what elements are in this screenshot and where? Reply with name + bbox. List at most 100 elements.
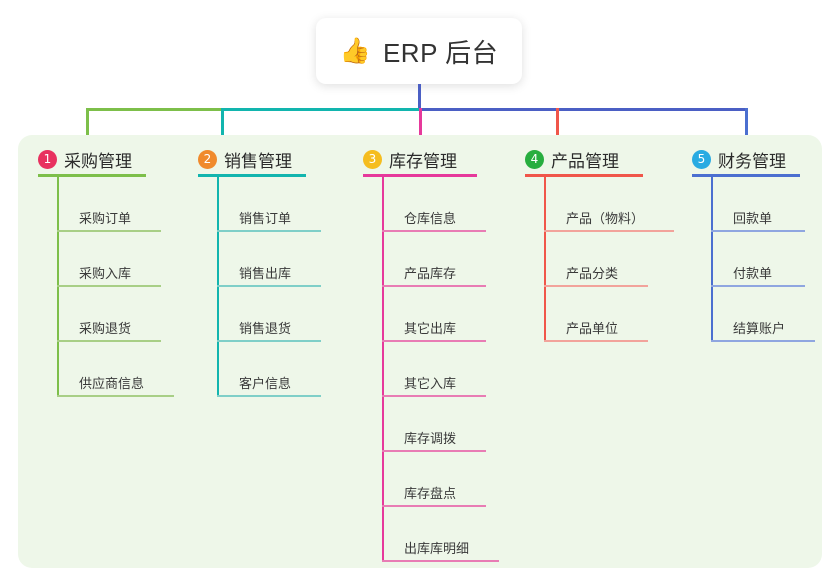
- leaf-label: 付款单: [733, 266, 773, 281]
- leaf-rule: [217, 340, 321, 342]
- column-spine: [544, 177, 546, 342]
- thumbs-up-icon: 👍: [339, 36, 371, 65]
- leaf-label: 出库库明细: [404, 541, 470, 556]
- leaf-label: 仓库信息: [404, 211, 457, 226]
- leaf-label: 结算账户: [733, 321, 786, 336]
- column-title: 库存管理: [389, 152, 457, 171]
- leaf-item[interactable]: 库存盘点: [382, 483, 486, 507]
- leaf-item[interactable]: 付款单: [711, 263, 805, 287]
- leaf-item[interactable]: 采购入库: [57, 263, 161, 287]
- leaf-label: 库存调拨: [404, 431, 457, 446]
- leaf-item[interactable]: 库存调拨: [382, 428, 486, 452]
- leaf-label: 采购退货: [79, 321, 132, 336]
- leaf-rule: [57, 285, 161, 287]
- leaf-rule: [382, 395, 486, 397]
- leaf-item[interactable]: 采购退货: [57, 318, 161, 342]
- leaf-item[interactable]: 销售退货: [217, 318, 321, 342]
- leaf-rule: [544, 340, 648, 342]
- leaf-label: 采购订单: [79, 211, 132, 226]
- column-header-3[interactable]: 3 库存管理: [363, 147, 457, 172]
- leaf-item[interactable]: 销售订单: [217, 208, 321, 232]
- leaf-item[interactable]: 客户信息: [217, 373, 321, 397]
- column-number-badge: 2: [198, 150, 217, 169]
- leaf-item[interactable]: 供应商信息: [57, 373, 174, 397]
- leaf-label: 客户信息: [239, 376, 292, 391]
- branches-panel: 1 采购管理采购订单采购入库采购退货供应商信息 2 销售管理销售订单销售出库销售退货客…: [18, 135, 822, 568]
- leaf-rule: [544, 230, 674, 232]
- column-title: 销售管理: [224, 152, 292, 171]
- column-spine: [382, 177, 384, 562]
- column-header-rule: [198, 174, 306, 177]
- column-header-1[interactable]: 1 采购管理: [38, 147, 132, 172]
- leaf-rule: [217, 395, 321, 397]
- leaf-rule: [217, 230, 321, 232]
- root-title: ERP 后台: [382, 37, 499, 68]
- column-header-rule: [38, 174, 146, 177]
- leaf-item[interactable]: 采购订单: [57, 208, 161, 232]
- column-title: 财务管理: [718, 152, 786, 171]
- bus-seg-2-3: [221, 108, 421, 111]
- column-header-5[interactable]: 5 财务管理: [692, 147, 786, 172]
- leaf-label: 销售订单: [239, 211, 292, 226]
- branch-column-4: 4 产品管理产品（物料） 产品分类产品单位: [525, 135, 675, 568]
- leaf-rule: [57, 395, 174, 397]
- leaf-item[interactable]: 产品库存: [382, 263, 486, 287]
- drop-stub-4: [556, 108, 559, 149]
- leaf-rule: [57, 340, 161, 342]
- leaf-rule: [382, 285, 486, 287]
- root-node-card[interactable]: 👍 ERP 后台: [316, 18, 522, 84]
- leaf-item[interactable]: 其它出库: [382, 318, 486, 342]
- leaf-rule: [382, 340, 486, 342]
- leaf-label: 库存盘点: [404, 486, 457, 501]
- column-number-badge: 4: [525, 150, 544, 169]
- leaf-item[interactable]: 仓库信息: [382, 208, 486, 232]
- leaf-rule: [711, 340, 815, 342]
- leaf-item[interactable]: 产品（物料）: [544, 208, 674, 232]
- root-stem: [418, 84, 421, 111]
- leaf-rule: [382, 505, 486, 507]
- column-title: 采购管理: [64, 152, 132, 171]
- column-header-rule: [363, 174, 477, 177]
- column-header-4[interactable]: 4 产品管理: [525, 147, 619, 172]
- leaf-label: 产品（物料）: [566, 211, 645, 226]
- leaf-rule: [711, 285, 805, 287]
- branch-column-5: 5 财务管理回款单付款单结算账户: [692, 135, 839, 568]
- leaf-item[interactable]: 结算账户: [711, 318, 815, 342]
- leaf-item[interactable]: 回款单: [711, 208, 805, 232]
- column-header-rule: [525, 174, 643, 177]
- leaf-label: 其它入库: [404, 376, 457, 391]
- leaf-label: 销售退货: [239, 321, 292, 336]
- column-title: 产品管理: [551, 152, 619, 171]
- column-header-2[interactable]: 2 销售管理: [198, 147, 292, 172]
- branch-column-2: 2 销售管理销售订单销售出库销售退货客户信息: [198, 135, 348, 568]
- column-spine: [217, 177, 219, 397]
- column-number-badge: 1: [38, 150, 57, 169]
- leaf-label: 其它出库: [404, 321, 457, 336]
- column-spine: [711, 177, 713, 342]
- leaf-rule: [382, 450, 486, 452]
- bus-seg-3-5: [419, 108, 747, 111]
- column-number-badge: 5: [692, 150, 711, 169]
- leaf-label: 回款单: [733, 211, 773, 226]
- leaf-label: 销售出库: [239, 266, 292, 281]
- leaf-item[interactable]: 产品单位: [544, 318, 648, 342]
- leaf-label: 产品分类: [566, 266, 619, 281]
- branch-column-3: 3 库存管理仓库信息产品库存其它出库其它入库库存调拨库存盘点出库库明细: [363, 135, 513, 568]
- leaf-label: 采购入库: [79, 266, 132, 281]
- branch-column-1: 1 采购管理采购订单采购入库采购退货供应商信息: [38, 135, 188, 568]
- leaf-label: 供应商信息: [79, 376, 145, 391]
- leaf-label: 产品单位: [566, 321, 619, 336]
- column-header-rule: [692, 174, 800, 177]
- leaf-item[interactable]: 出库库明细: [382, 538, 499, 562]
- leaf-item[interactable]: 销售出库: [217, 263, 321, 287]
- column-number-badge: 3: [363, 150, 382, 169]
- drop-stub-3: [419, 108, 422, 149]
- column-spine: [57, 177, 59, 397]
- drop-stub-1: [86, 108, 89, 149]
- leaf-item[interactable]: 其它入库: [382, 373, 486, 397]
- leaf-label: 产品库存: [404, 266, 457, 281]
- leaf-rule: [711, 230, 805, 232]
- leaf-item[interactable]: 产品分类: [544, 263, 648, 287]
- bus-seg-1-2: [86, 108, 223, 111]
